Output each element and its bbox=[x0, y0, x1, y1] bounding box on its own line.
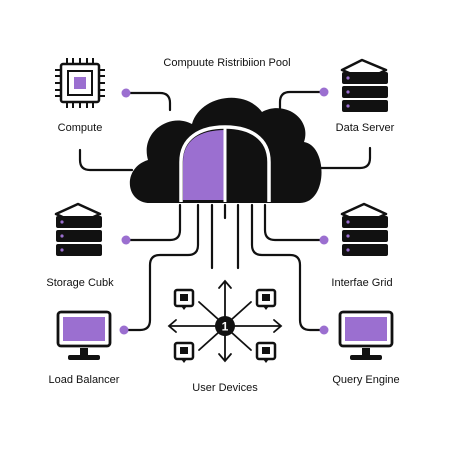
node-interface-grid[interactable]: Interfae Grid bbox=[331, 202, 393, 289]
node-user-devices[interactable]: 1 User Devices bbox=[167, 279, 283, 394]
server-stack-icon bbox=[340, 58, 388, 112]
hub-badge-number: 1 bbox=[222, 320, 229, 334]
load-balancer-label: Load Balancer bbox=[49, 374, 120, 386]
dot-interface bbox=[319, 235, 329, 245]
device-square-icon bbox=[255, 288, 277, 310]
monitor-icon bbox=[338, 310, 394, 360]
connector-dataserver-side bbox=[316, 146, 372, 170]
device-square-icon bbox=[173, 288, 195, 310]
node-storage[interactable]: Storage Cubk bbox=[46, 202, 114, 289]
dot-storage bbox=[121, 235, 131, 245]
dot-query bbox=[319, 325, 329, 335]
diagram-title: Compuute Ristribiion Pool bbox=[163, 57, 290, 69]
interface-grid-label: Interfae Grid bbox=[331, 277, 392, 289]
dot-dataserver bbox=[319, 87, 329, 97]
connector-compute-side bbox=[78, 148, 134, 172]
dot-compute bbox=[121, 88, 131, 98]
connectors bbox=[78, 90, 372, 332]
monitor-icon bbox=[56, 310, 112, 360]
node-query-engine[interactable]: Query Engine bbox=[332, 310, 400, 386]
connector-query bbox=[250, 203, 326, 332]
cpu-chip-icon bbox=[55, 58, 105, 108]
device-square-icon bbox=[173, 341, 195, 363]
storage-label: Storage Cubk bbox=[46, 277, 114, 289]
server-stack-icon bbox=[54, 202, 102, 256]
server-stack-icon bbox=[340, 202, 388, 256]
compute-label: Compute bbox=[58, 122, 103, 134]
device-hub-icon: 1 bbox=[167, 279, 283, 363]
device-square-icon bbox=[255, 341, 277, 363]
connector-storage bbox=[124, 203, 182, 242]
user-devices-label: User Devices bbox=[192, 382, 258, 394]
node-compute[interactable]: Compute bbox=[55, 58, 105, 134]
query-engine-label: Query Engine bbox=[332, 374, 399, 386]
cloud-icon bbox=[129, 97, 322, 203]
dot-loadbalancer bbox=[119, 325, 129, 335]
hub-center-badge bbox=[215, 316, 235, 336]
connector-compute-top bbox=[124, 91, 172, 112]
node-load-balancer[interactable]: Load Balancer bbox=[49, 310, 120, 386]
endpoint-dots bbox=[119, 87, 329, 335]
connector-dataserver-top bbox=[278, 90, 326, 110]
data-server-label: Data Server bbox=[336, 122, 395, 134]
connector-interface bbox=[263, 203, 326, 242]
connector-loadbalancer bbox=[122, 203, 200, 332]
node-data-server[interactable]: Data Server bbox=[336, 58, 395, 134]
